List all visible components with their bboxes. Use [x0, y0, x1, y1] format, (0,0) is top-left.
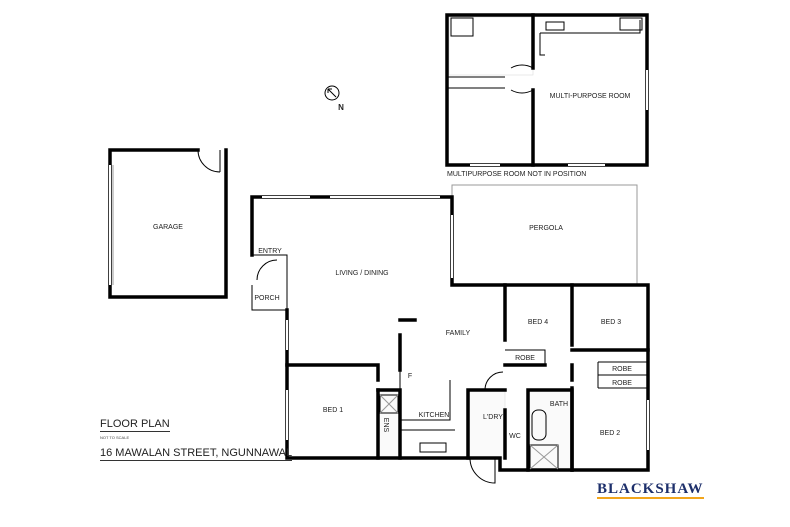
- room-label-bed1: BED 1: [323, 407, 343, 414]
- room-label-porch: PORCH: [254, 295, 279, 302]
- tiled-areas: [377, 16, 573, 471]
- room-label-multi-purpose: MULTI-PURPOSE ROOM: [550, 93, 631, 100]
- north-label: N: [338, 103, 344, 112]
- fridge-label: F: [408, 373, 412, 380]
- plan-subtitle: NOT TO SCALE: [100, 435, 130, 440]
- brand-logo: BLACKSHAW: [597, 481, 704, 499]
- room-label-garage: GARAGE: [153, 224, 183, 231]
- main-house: ENTRY PORCH LIVING / DINING FAMILY BED 4…: [250, 195, 650, 484]
- room-label-robe: ROBE: [612, 366, 632, 373]
- room-label-laundry: L'DRY: [483, 414, 503, 421]
- room-label-bed3: BED 3: [601, 319, 621, 326]
- room-label-family: FAMILY: [446, 330, 471, 337]
- note-not-in-position: MULTIPURPOSE ROOM NOT IN POSITION: [447, 171, 586, 178]
- pergola: PERGOLA: [451, 184, 638, 286]
- room-label-bed4: BED 4: [528, 319, 548, 326]
- room-label-bed2: BED 2: [600, 430, 620, 437]
- garage: GARAGE: [108, 148, 228, 299]
- north-arrow-icon: N: [324, 85, 344, 112]
- room-label-ensuite: ENS: [382, 418, 389, 433]
- room-label-living: LIVING / DINING: [335, 270, 388, 277]
- plan-address: 16 MAWALAN STREET, NGUNNAWAL: [100, 447, 293, 461]
- room-label-robe: ROBE: [515, 355, 535, 362]
- multi-purpose-building: MULTI-PURPOSE ROOM MULTIPURPOSE ROOM NOT…: [445, 13, 649, 178]
- plan-title: FLOOR PLAN: [100, 418, 170, 432]
- room-label-wc: WC: [509, 433, 521, 440]
- room-label-kitchen: KITCHEN: [419, 412, 450, 419]
- room-label-robe: ROBE: [612, 380, 632, 387]
- room-label-bath: BATH: [550, 401, 568, 408]
- room-label-pergola: PERGOLA: [529, 225, 563, 232]
- room-label-entry: ENTRY: [258, 248, 282, 255]
